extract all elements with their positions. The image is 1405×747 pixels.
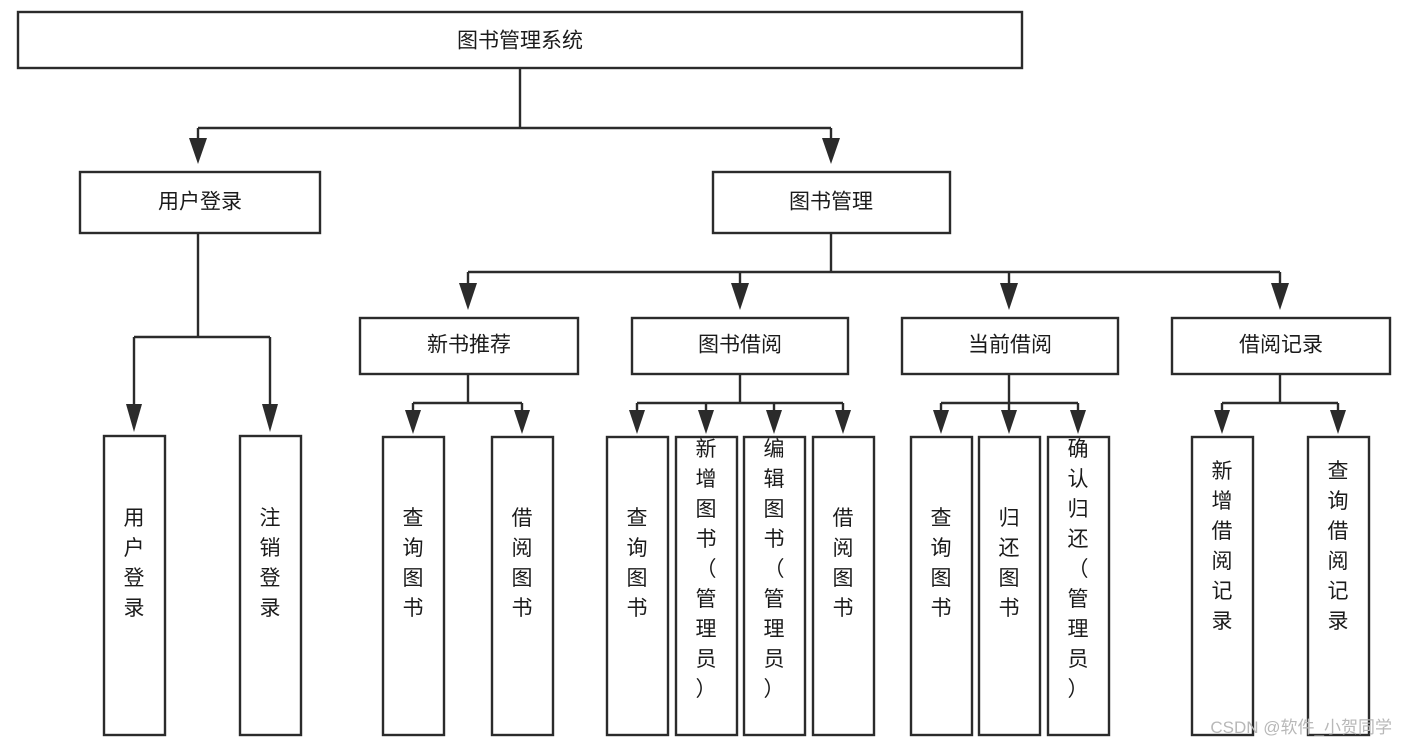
arrowhead-borrowrecord [1271, 283, 1289, 310]
leaf-node-confirm-return-admin-box [1046, 435, 1111, 737]
leaf-node-user-login[interactable]: 用户登录 [102, 434, 167, 737]
connector-group-currentborrow-leaves [933, 374, 1086, 434]
leaf-node-newbook-borrow-book[interactable]: 借阅图书 [490, 435, 555, 737]
leaf-node-current-query-book-box [909, 435, 974, 737]
node-borrow-record[interactable]: 借阅记录 [1170, 316, 1392, 376]
leaf-node-add-book-admin-box [674, 435, 739, 737]
node-book-borrow-box [630, 316, 850, 376]
connector-group-borrowrecord-leaves [1214, 374, 1346, 434]
node-book-borrow[interactable]: 图书借阅 [630, 316, 850, 376]
arrowhead-bookborrow [731, 283, 749, 310]
node-user-login-box [78, 170, 322, 235]
connector-group-bookborrow-leaves [629, 374, 851, 434]
leaf-node-edit-book-admin-box [742, 435, 807, 737]
arrowhead-bookborrow-leaf2 [698, 410, 714, 434]
connector-group-newbook-leaves [405, 374, 530, 434]
leaf-node-current-query-book[interactable]: 查询图书 [909, 435, 974, 737]
leaf-node-logout[interactable]: 注销登录 [238, 434, 303, 737]
leaf-node-current-query-book-label: 查询图书 [931, 507, 952, 620]
node-root-system[interactable]: 图书管理系统 [16, 10, 1024, 70]
node-current-borrow-box [900, 316, 1120, 376]
leaf-node-newbook-query-book[interactable]: 查询图书 [381, 435, 446, 737]
leaf-node-newbook-query-book-label: 查询图书 [403, 507, 424, 620]
node-book-management-label: 图书管理 [789, 191, 873, 214]
arrowhead-newbook-leaf1 [405, 410, 421, 434]
arrowhead-book-mgmt [822, 138, 840, 164]
leaf-node-borrow-query-book[interactable]: 查询图书 [605, 435, 670, 737]
node-new-book-recommend-box [358, 316, 580, 376]
arrowhead-currentborrow [1000, 283, 1018, 310]
leaf-node-confirm-return-admin[interactable]: 确认归还（管理员） [1046, 435, 1111, 737]
leaf-node-edit-book-admin-label: 编辑图书（管理员） [764, 438, 785, 701]
leaf-node-query-borrow-record[interactable]: 查询借阅记录 [1306, 435, 1371, 737]
leaf-node-confirm-return-admin-label: 确认归还（管理员） [1068, 438, 1089, 701]
arrowhead-bookborrow-leaf3 [766, 410, 782, 434]
arrowhead-leaf-user-login [126, 404, 142, 432]
leaf-node-user-login-label: 用户登录 [124, 507, 145, 620]
leaf-node-borrow-query-book-label: 查询图书 [627, 507, 648, 620]
arrowhead-borrowrecord-leaf1 [1214, 410, 1230, 434]
node-user-login-label: 用户登录 [158, 191, 242, 214]
leaf-node-newbook-borrow-book-label: 借阅图书 [512, 507, 533, 620]
node-new-book-recommend-label: 新书推荐 [427, 334, 511, 357]
node-root-system-label: 图书管理系统 [457, 30, 583, 53]
arrowhead-newbook-leaf2 [514, 410, 530, 434]
leaf-node-borrow-book-label: 借阅图书 [833, 507, 854, 620]
leaf-node-edit-book-admin[interactable]: 编辑图书（管理员） [742, 435, 807, 737]
leaf-node-user-login-box [102, 434, 167, 737]
arrowhead-currentborrow-leaf3 [1070, 410, 1086, 434]
arrowhead-bookborrow-leaf4 [835, 410, 851, 434]
node-root-system-box [16, 10, 1024, 70]
leaf-node-query-borrow-record-label: 查询借阅记录 [1328, 460, 1349, 633]
arrowhead-leaf-logout [262, 404, 278, 432]
arrowhead-user-login [189, 138, 207, 164]
leaf-node-logout-label: 注销登录 [260, 507, 281, 620]
arrowhead-bookborrow-leaf1 [629, 410, 645, 434]
arrowhead-newbook [459, 283, 477, 310]
leaf-node-add-borrow-record-label: 新增借阅记录 [1212, 460, 1233, 633]
leaf-node-return-book-box [977, 435, 1042, 737]
connector-group-user-login-leaves [126, 233, 278, 432]
node-borrow-record-label: 借阅记录 [1239, 334, 1323, 357]
leaf-node-logout-box [238, 434, 303, 737]
leaf-node-newbook-borrow-book-box [490, 435, 555, 737]
node-user-login[interactable]: 用户登录 [78, 170, 322, 235]
node-current-borrow[interactable]: 当前借阅 [900, 316, 1120, 376]
csdn-watermark: CSDN @软件_小贺同学 [1210, 718, 1392, 737]
leaf-node-add-book-admin-label: 新增图书（管理员） [696, 438, 717, 701]
leaf-node-add-book-admin[interactable]: 新增图书（管理员） [674, 435, 739, 737]
connector-group-root [189, 68, 840, 164]
leaf-node-newbook-query-book-box [381, 435, 446, 737]
leaf-node-query-borrow-record-box [1306, 435, 1371, 737]
node-borrow-record-box [1170, 316, 1392, 376]
node-book-borrow-label: 图书借阅 [698, 334, 782, 357]
leaf-node-return-book[interactable]: 归还图书 [977, 435, 1042, 737]
leaf-node-borrow-book-box [811, 435, 876, 737]
arrowhead-borrowrecord-leaf2 [1330, 410, 1346, 434]
node-new-book-recommend[interactable]: 新书推荐 [358, 316, 580, 376]
arrowhead-currentborrow-leaf1 [933, 410, 949, 434]
node-book-management-box [711, 170, 952, 235]
arrowhead-currentborrow-leaf2 [1001, 410, 1017, 434]
node-book-management[interactable]: 图书管理 [711, 170, 952, 235]
leaf-node-add-borrow-record-box [1190, 435, 1255, 737]
node-current-borrow-label: 当前借阅 [968, 334, 1052, 357]
leaf-node-borrow-query-book-box [605, 435, 670, 737]
leaf-node-add-borrow-record[interactable]: 新增借阅记录 [1190, 435, 1255, 737]
connector-group-book-management [459, 233, 1289, 310]
leaf-node-borrow-book[interactable]: 借阅图书 [811, 435, 876, 737]
leaf-node-return-book-label: 归还图书 [999, 507, 1020, 620]
